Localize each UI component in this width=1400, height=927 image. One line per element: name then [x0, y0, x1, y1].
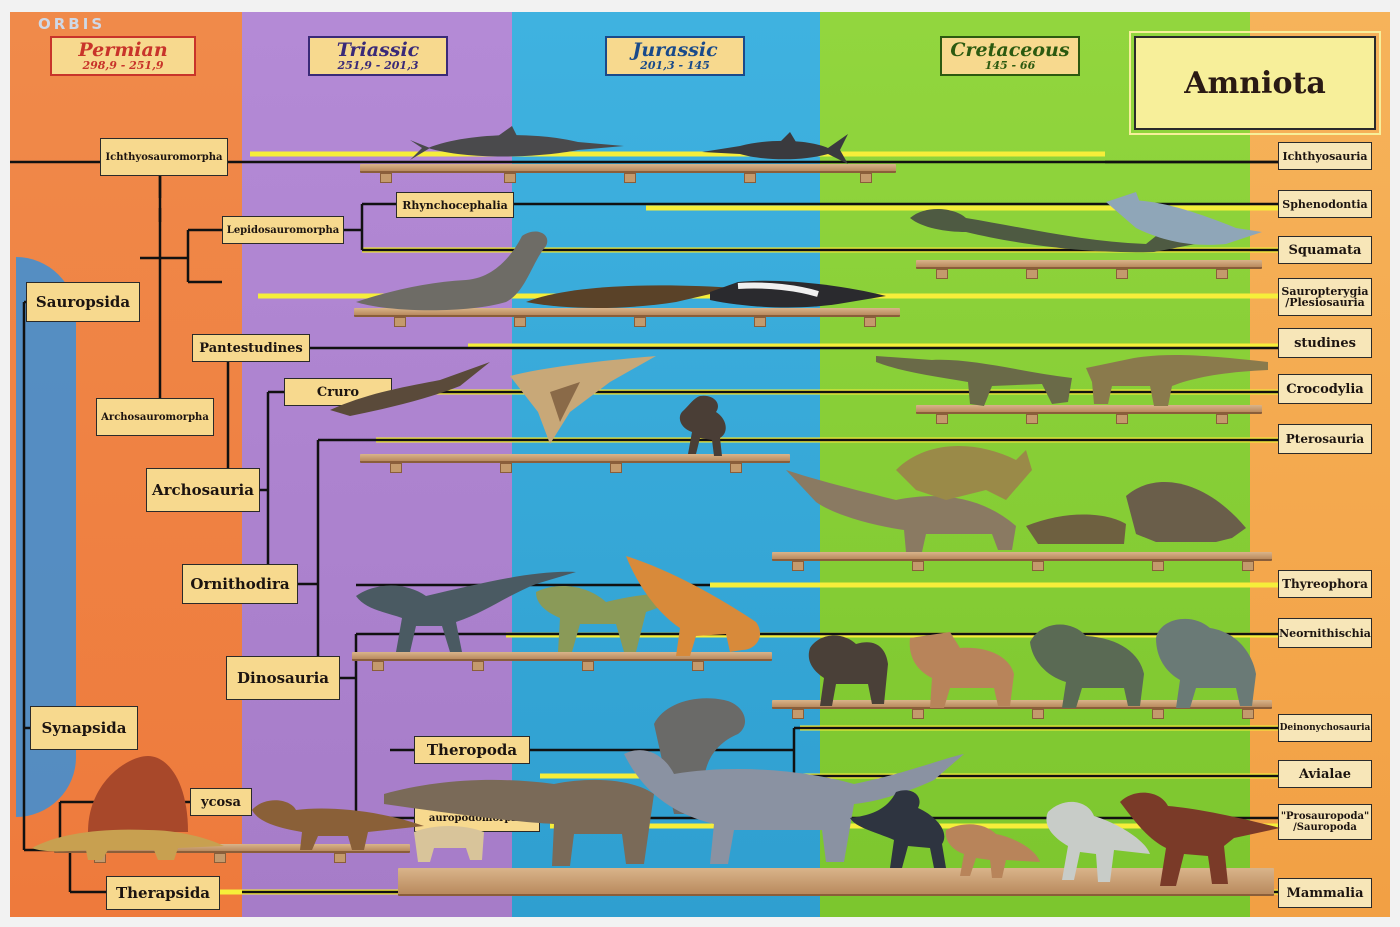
- terminal-deinonychosauria: Deinonychosauria: [1278, 714, 1372, 742]
- board-title: Amniota: [1129, 31, 1381, 135]
- shelf-crocodylia: [916, 405, 1262, 424]
- dimetrodon-figure: [32, 756, 224, 860]
- period-cretaceous: Cretaceous 145 - 66: [940, 36, 1080, 76]
- terminal-sauropterygia: Sauropterygia /Plesiosauria: [1278, 278, 1372, 316]
- node-synapsida: Synapsida: [30, 706, 138, 750]
- shelf-dinosaurs: [398, 868, 1274, 896]
- period-name: Cretaceous: [950, 39, 1070, 61]
- period-name: Permian: [78, 39, 168, 61]
- node-sauropsida: Sauropsida: [26, 282, 140, 322]
- node-dinosauria: Dinosauria: [226, 656, 340, 700]
- node-therapsida: Therapsida: [106, 876, 220, 910]
- node-rhynchocephalia: Rhynchocephalia: [396, 192, 514, 218]
- shelf-thyreophora: [772, 552, 1272, 571]
- period-range: 251,9 - 201,3: [337, 59, 419, 72]
- node-pantestudines: Pantestudines: [192, 334, 310, 362]
- terminal-mammalia: Mammalia: [1278, 878, 1372, 908]
- terminal-neornithischia: Neornithischia: [1278, 618, 1372, 648]
- raptor-figure: [945, 824, 1040, 878]
- node-ornithodira: Ornithodira: [182, 564, 298, 604]
- node-pelycosauria: ycosa: [190, 788, 252, 816]
- period-name: Jurassic: [632, 39, 718, 61]
- brand-logo: ORBIS: [38, 15, 106, 33]
- period-permian: Permian 298,9 - 251,9: [50, 36, 196, 76]
- ichthyosaur-figure: [410, 126, 624, 160]
- phylogeny-board: ORBIS Permian 298,9 - 251,9 Triassic 251…: [10, 12, 1390, 917]
- period-triassic: Triassic 251,9 - 201,3: [308, 36, 448, 76]
- sauropod-figure: [384, 698, 964, 866]
- period-range: 298,9 - 251,9: [82, 59, 164, 72]
- shelf-ceratopsia: [772, 700, 1272, 719]
- gorgonopsid-figure: [252, 800, 424, 850]
- tyrannosaur-figure: [1120, 792, 1280, 886]
- terminal-avialae: Avialae: [1278, 760, 1372, 788]
- pterosaur-figure: [330, 356, 656, 444]
- terminal-ichthyosauria: Ichthyosauria: [1278, 142, 1372, 170]
- shelf-pterosauria: [360, 454, 790, 473]
- shelf-plesiosaur: [354, 308, 900, 327]
- period-range: 145 - 66: [984, 59, 1036, 72]
- ichthyosaur-figure: [702, 132, 848, 164]
- shelf-ornithopoda: [352, 652, 772, 671]
- stegosaur-figure: [786, 446, 1246, 552]
- period-name: Triassic: [336, 39, 420, 61]
- raptor-figure: [850, 790, 946, 868]
- mosasaur-figure: [910, 192, 1262, 253]
- terminal-pterosauria: Pterosauria: [1278, 424, 1372, 454]
- terminal-crocodylia: Crocodylia: [1278, 374, 1372, 404]
- hadrosaur-figure: [356, 556, 761, 656]
- raptor-figure: [1046, 801, 1150, 882]
- plesiosaur-figure: [356, 231, 736, 311]
- terminal-squamata: Squamata: [1278, 236, 1372, 264]
- period-jurassic: Jurassic 201,3 - 145: [605, 36, 745, 76]
- terminal-sphenodontia: Sphenodontia: [1278, 190, 1372, 218]
- node-ichthyosauromorpha: Ichthyosauromorpha: [100, 138, 228, 176]
- terminal-testudines: studines: [1278, 328, 1372, 358]
- raptor-figure: [679, 395, 726, 456]
- node-theropoda: Theropoda: [414, 736, 530, 764]
- mosasaur-figure: [710, 280, 886, 308]
- crocodile-figure: [876, 355, 1268, 406]
- node-lepidosauromorpha: Lepidosauromorpha: [222, 216, 344, 244]
- period-range: 201,3 - 145: [640, 59, 710, 72]
- tree-lines: [10, 160, 1278, 894]
- node-archosauromorpha: Archosauromorpha: [96, 398, 214, 436]
- terminal-thyreophora: Thyreophora: [1278, 570, 1372, 598]
- node-archosauria: Archosauria: [146, 468, 260, 512]
- shelf-ichthyosaur: [360, 164, 896, 183]
- shelf-squamata: [916, 260, 1262, 279]
- ceratopsian-figure: [808, 618, 1256, 708]
- terminal-prosauropoda: "Prosauropoda" /Sauropoda: [1278, 804, 1372, 840]
